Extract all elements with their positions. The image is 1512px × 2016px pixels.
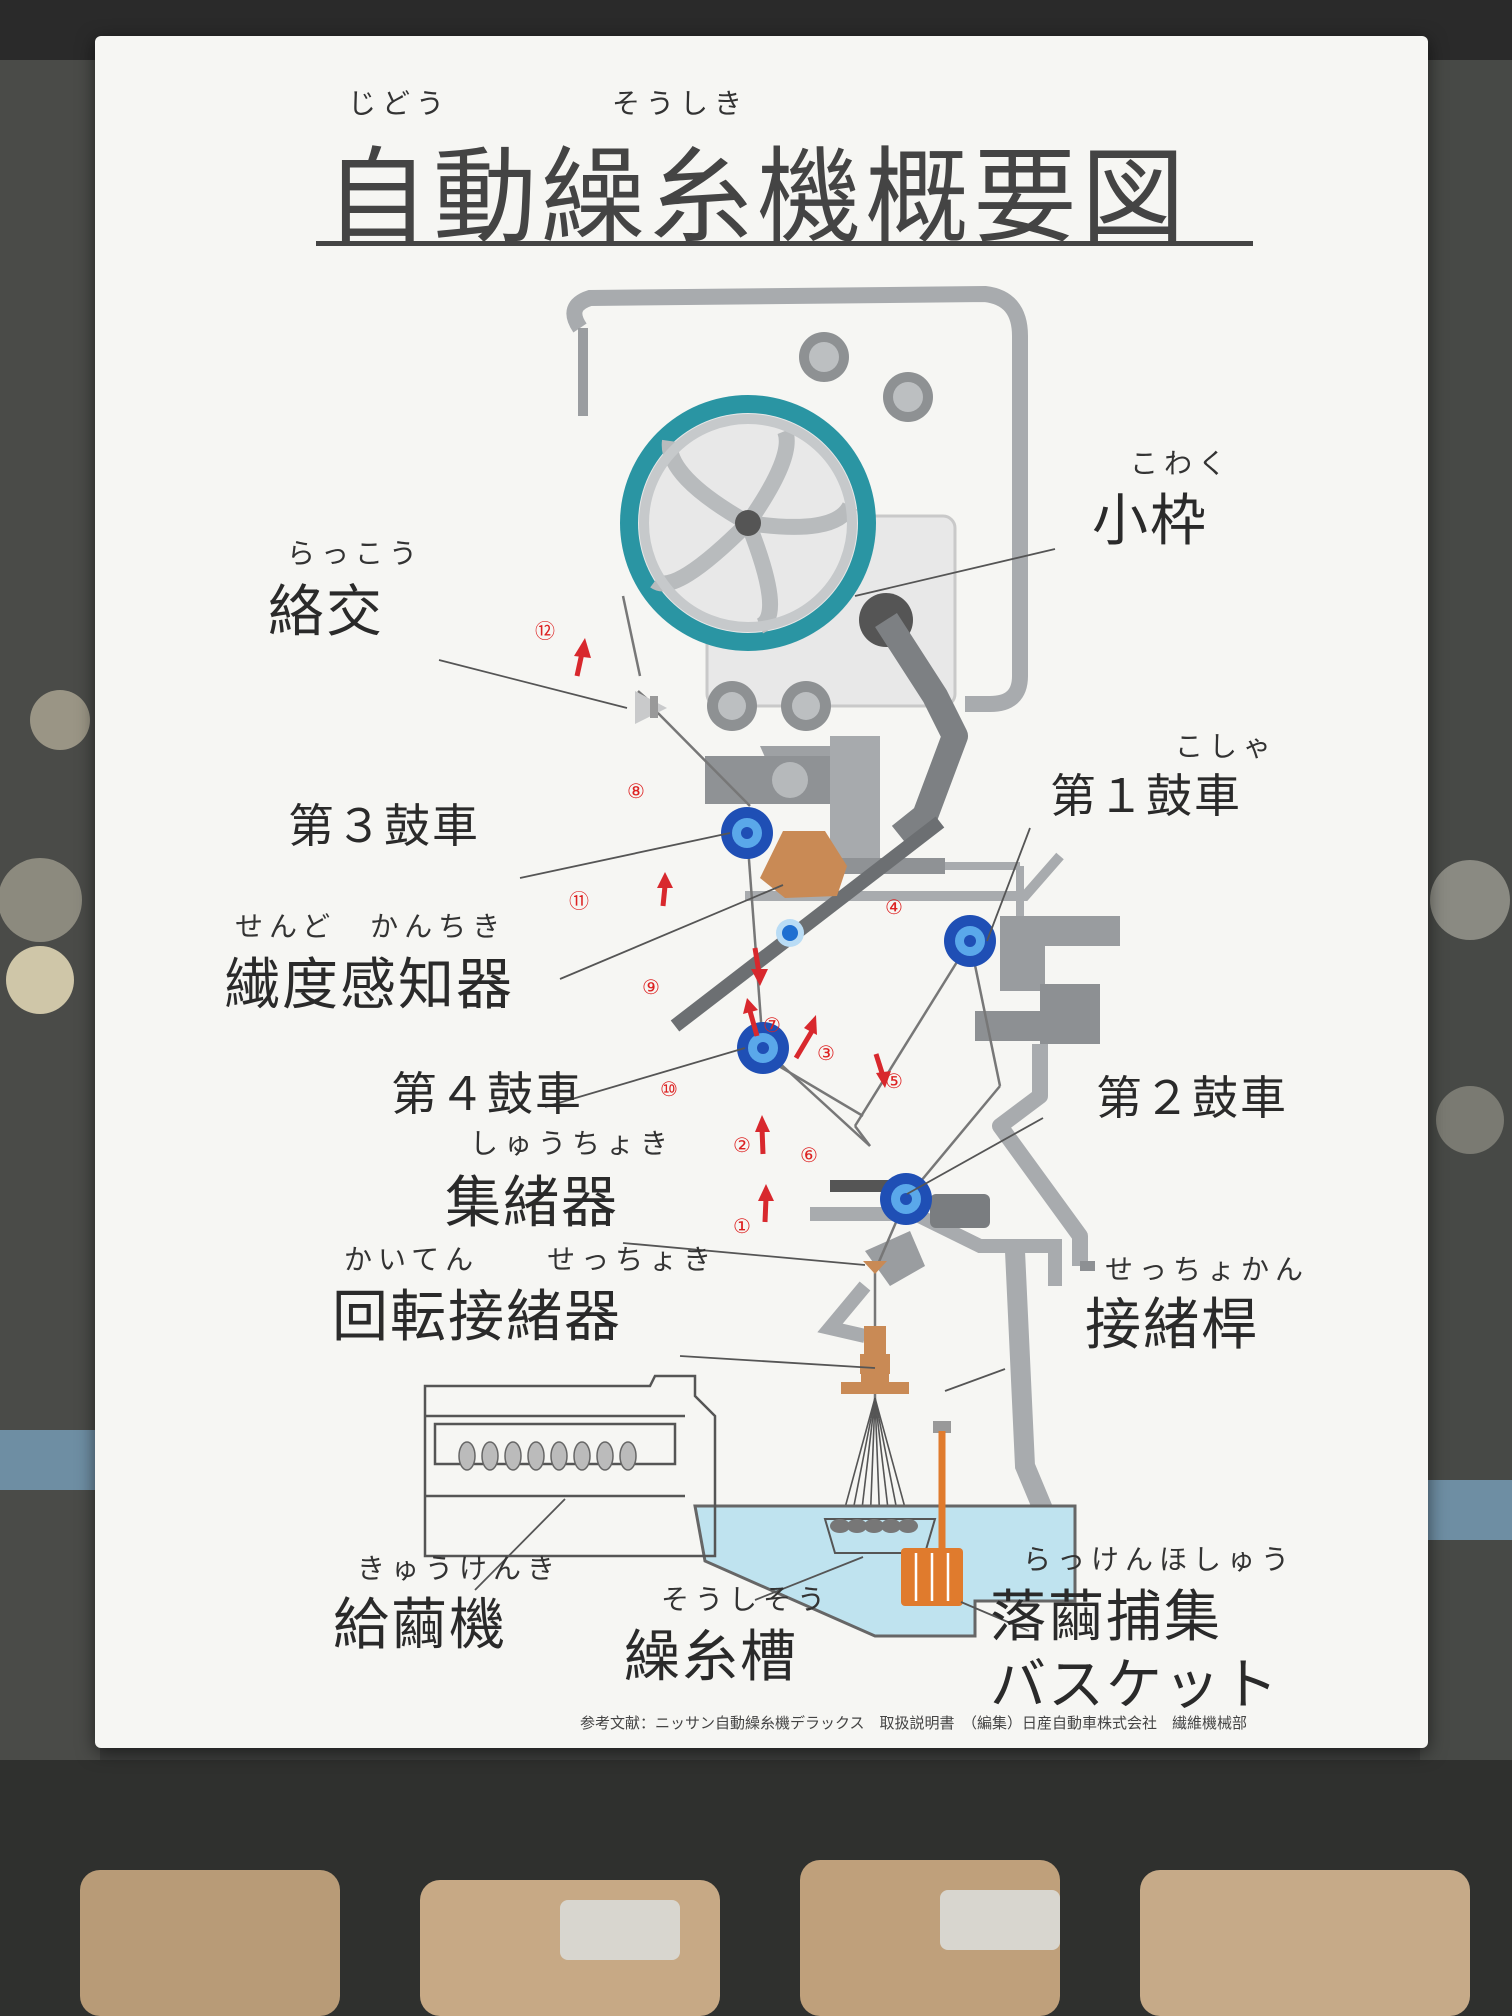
label-roller-1-ruby: こしゃ	[1175, 730, 1278, 763]
label-roller-2: 第２鼓車	[1096, 1071, 1288, 1125]
flow-arrows	[574, 638, 891, 1223]
title-ruby-right: そうしき	[612, 87, 749, 120]
roller-2	[880, 1173, 932, 1225]
label-feeder-ruby: きゅうけんき	[357, 1552, 562, 1585]
label-roller-1: 第１鼓車	[1050, 769, 1242, 823]
rotary-joiner	[864, 1326, 886, 1356]
label-rakkou: 絡交	[268, 580, 384, 645]
label-basin: 繰糸槽	[624, 1625, 798, 1690]
step-2: ②	[733, 1133, 751, 1157]
step-5: ⑤	[885, 1069, 903, 1093]
label-basket-ruby: らっけんほしゅう	[1023, 1543, 1296, 1576]
fineness-sensor	[760, 831, 847, 898]
machine-diagram: ① ② ③ ④ ⑤ ⑥ ⑦ ⑧ ⑨ ⑩ ⑪ ⑫	[423, 285, 1120, 1638]
label-joiner-arm-ruby: せっちょかん	[1105, 1253, 1310, 1286]
label-kowaku: 小枠	[1092, 489, 1208, 554]
reeling-basin	[693, 1504, 1077, 1638]
roller-3	[721, 807, 773, 859]
label-basket-line2: バスケット	[990, 1653, 1280, 1718]
cocoon-feeder	[423, 1374, 717, 1558]
step-12: ⑫	[535, 619, 555, 643]
collector	[863, 1261, 887, 1274]
page-title: 自動繰糸機概要図	[325, 136, 1190, 258]
label-joiner-arm: 接緒桿	[1085, 1293, 1259, 1358]
reference-note: 参考文献：ニッサン自動繰糸機デラックス 取扱説明書 （編集）日産自動車株式会社 …	[580, 1714, 1248, 1732]
roller-1	[944, 915, 996, 967]
machine-frame	[566, 285, 1028, 712]
label-rakkou-ruby: らっこう	[287, 537, 424, 570]
label-kowaku-ruby: こわく	[1130, 447, 1233, 480]
step-1: ①	[733, 1214, 751, 1238]
roller-4	[737, 1022, 789, 1074]
step-6: ⑥	[800, 1143, 818, 1167]
label-sendo: 繊度感知器	[224, 953, 514, 1018]
step-10: ⑩	[660, 1077, 678, 1101]
step-3: ③	[817, 1041, 835, 1065]
label-feeder: 給繭機	[333, 1593, 507, 1658]
label-basket-line1: 落繭捕集	[990, 1585, 1222, 1650]
step-8: ⑧	[627, 779, 645, 803]
label-roller-3: 第３鼓車	[288, 799, 480, 853]
label-basin-ruby: そうしそう	[661, 1583, 832, 1616]
step-4: ④	[885, 895, 903, 919]
label-sendo-ruby: せんど かんちき	[235, 910, 507, 943]
step-9: ⑨	[642, 975, 660, 999]
label-roller-4: 第４鼓車	[391, 1067, 583, 1121]
step-11: ⑪	[569, 889, 589, 913]
title-underline	[316, 241, 1253, 246]
label-rotary-joiner: 回転接緒器	[332, 1285, 622, 1350]
step-7: ⑦	[763, 1013, 781, 1037]
label-collector: 集緒器	[445, 1171, 619, 1236]
title-ruby-left: じどう	[348, 87, 451, 120]
label-rotary-joiner-ruby: かいてん せっちょき	[344, 1243, 718, 1276]
label-collector-ruby: しゅうちょき	[470, 1127, 675, 1160]
